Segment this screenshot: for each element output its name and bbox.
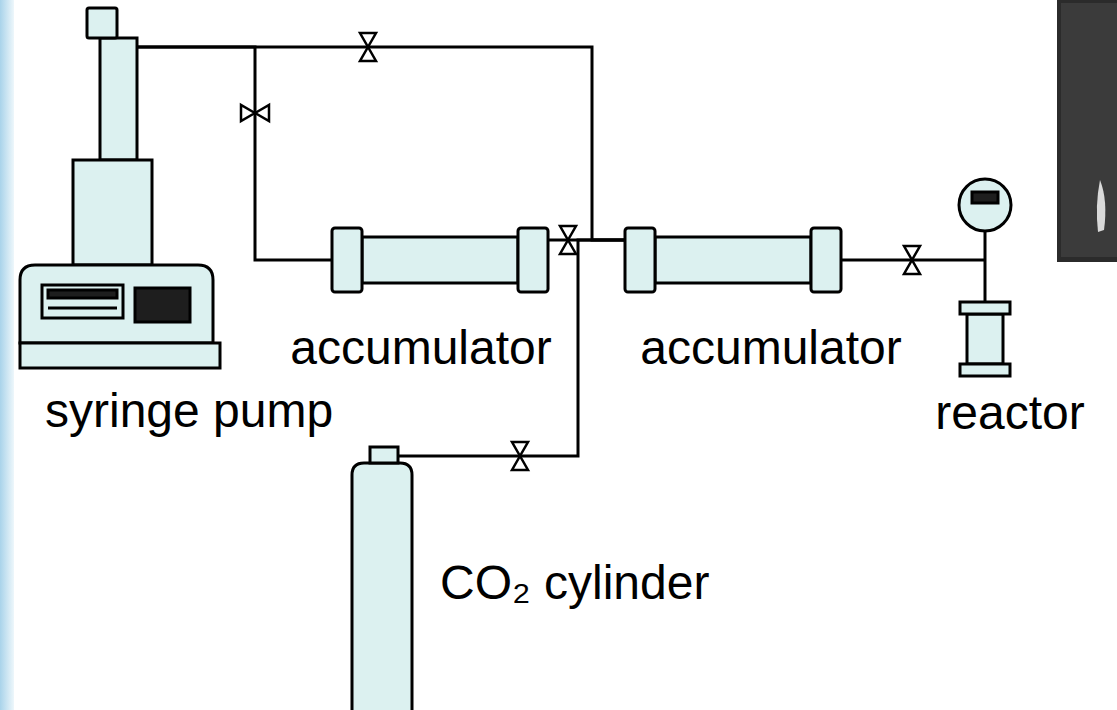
accumulator-part xyxy=(655,237,811,283)
three-way-valve-symbol xyxy=(560,226,576,254)
syringe-pump-part xyxy=(48,307,117,310)
syringe-pump-part xyxy=(20,265,213,343)
part-label: accumulator xyxy=(640,321,901,374)
syringe-pump-part xyxy=(135,288,190,322)
valve-symbol xyxy=(904,246,920,274)
part-label: CO₂ cylinder xyxy=(440,556,709,609)
reactor-shape xyxy=(950,177,1020,377)
part-label-box: CO₂ cylinder xyxy=(440,555,709,610)
valve-symbol xyxy=(360,33,376,61)
reactor-part xyxy=(960,302,1010,314)
gas-cylinder: CO₂ cylinder xyxy=(352,447,412,710)
part-label: accumulator xyxy=(290,321,551,374)
accumulator-part xyxy=(332,228,362,292)
part-label: syringe pump xyxy=(45,384,333,437)
photo-crop-inner xyxy=(1061,3,1117,257)
syringe-pump-part xyxy=(100,38,137,160)
reactor-part xyxy=(959,179,1011,231)
part-label-box: syringe pump xyxy=(45,383,333,438)
pipe-line xyxy=(137,47,332,260)
syringe-pump-part xyxy=(20,343,220,368)
accumulator: accumulator xyxy=(332,228,548,292)
photo-crop xyxy=(1057,0,1117,262)
reactor-part xyxy=(984,231,987,302)
accumulator-part xyxy=(625,228,655,292)
accumulator: accumulator xyxy=(625,228,841,292)
pipe-line xyxy=(137,47,625,240)
part-label-box: accumulator xyxy=(290,320,551,375)
accumulator-part xyxy=(518,228,548,292)
syringe-pump-part xyxy=(87,8,117,38)
accumulator-shape xyxy=(625,228,841,292)
part-label-box: reactor xyxy=(935,385,1084,440)
part-label: reactor xyxy=(935,386,1084,439)
reactor: reactor xyxy=(950,177,1020,377)
syringe-pump-shape xyxy=(20,8,220,370)
syringe-pump-part xyxy=(48,290,117,298)
reactor-part xyxy=(972,192,998,203)
gas-cylinder-part xyxy=(352,463,412,710)
accumulator-part xyxy=(362,237,518,283)
reactor-part xyxy=(967,314,1003,364)
valve-symbol xyxy=(241,105,269,121)
reactor-part xyxy=(960,364,1010,376)
gas-cylinder-shape xyxy=(352,447,412,710)
side-band xyxy=(0,0,14,710)
gas-cylinder-part xyxy=(370,447,398,463)
syringe-pump-part xyxy=(42,285,123,318)
valve-symbol xyxy=(512,442,528,470)
accumulator-shape xyxy=(332,228,548,292)
syringe-pump: syringe pump xyxy=(20,8,220,370)
photo-highlight xyxy=(1097,180,1105,232)
part-label-box: accumulator xyxy=(640,320,901,375)
syringe-pump-part xyxy=(73,160,152,265)
accumulator-part xyxy=(811,228,841,292)
